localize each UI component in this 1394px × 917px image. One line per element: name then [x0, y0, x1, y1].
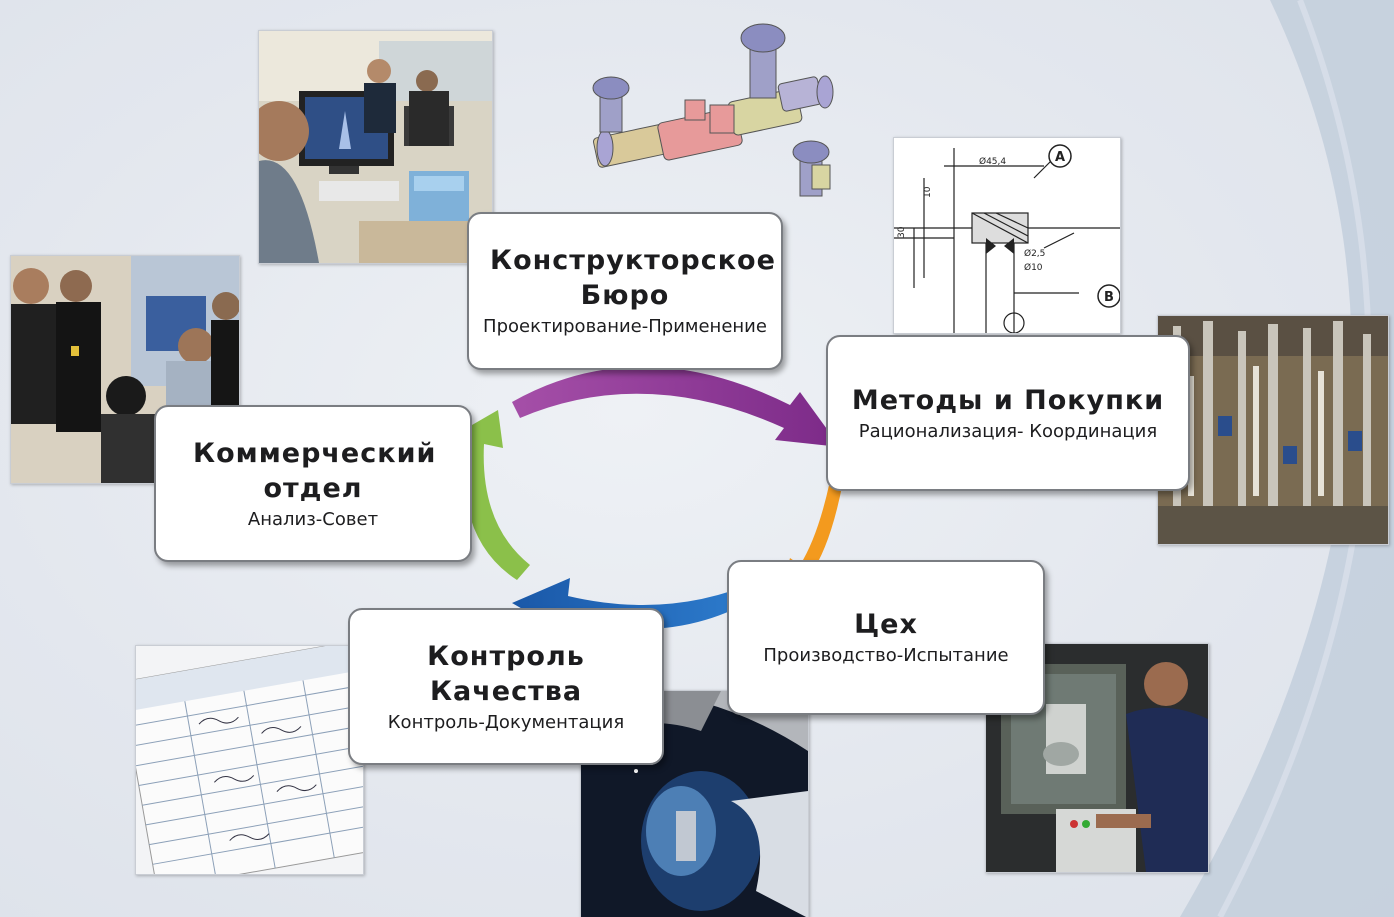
office-photo	[258, 30, 493, 264]
workshop-title: Цех	[854, 609, 918, 640]
drawing-dim-1: Ø45,4	[979, 156, 1006, 167]
drawing-dim-3: Ø10	[1024, 262, 1043, 273]
drawing-dim-2: Ø2,5	[1024, 248, 1045, 259]
methods-purchasing-title: Методы и Покупки	[851, 384, 1165, 416]
drawing-dim-4: 10	[923, 186, 933, 198]
design-bureau-subtitle: Проектирование-Применение	[483, 316, 767, 337]
commercial-dept-box: Коммерческий отдел Анализ-Совет	[154, 405, 472, 562]
drawing-label-a: A	[1055, 150, 1065, 165]
workshop-box: Цех Производство-Испытание	[727, 560, 1045, 715]
quality-control-subtitle: Контроль-Документация	[387, 711, 625, 733]
quality-control-box: Контроль Качества Контроль-Документация	[348, 608, 664, 765]
factory-photo	[1157, 315, 1389, 545]
methods-purchasing-box: Методы и Покупки Рационализация- Координ…	[826, 335, 1190, 491]
design-bureau-box: Конструкторское Бюро Проектирование-Прим…	[467, 212, 783, 370]
methods-purchasing-subtitle: Рационализация- Координация	[858, 420, 1158, 442]
drawing-label-b: B	[1104, 290, 1114, 305]
valve-3d-model	[580, 20, 850, 215]
commercial-dept-title: Коммерческий отдел	[193, 437, 437, 504]
workshop-subtitle: Производство-Испытание	[763, 645, 1009, 666]
quality-control-title: Контроль Качества	[427, 640, 585, 707]
quality-document-photo	[135, 645, 364, 875]
technical-drawing: A B Ø45,4 Ø2,5 Ø10 10 30	[893, 137, 1121, 334]
design-bureau-title: Конструкторское Бюро	[490, 245, 776, 311]
commercial-dept-subtitle: Анализ-Совет	[247, 508, 379, 530]
drawing-dim-5: 30	[897, 226, 907, 238]
